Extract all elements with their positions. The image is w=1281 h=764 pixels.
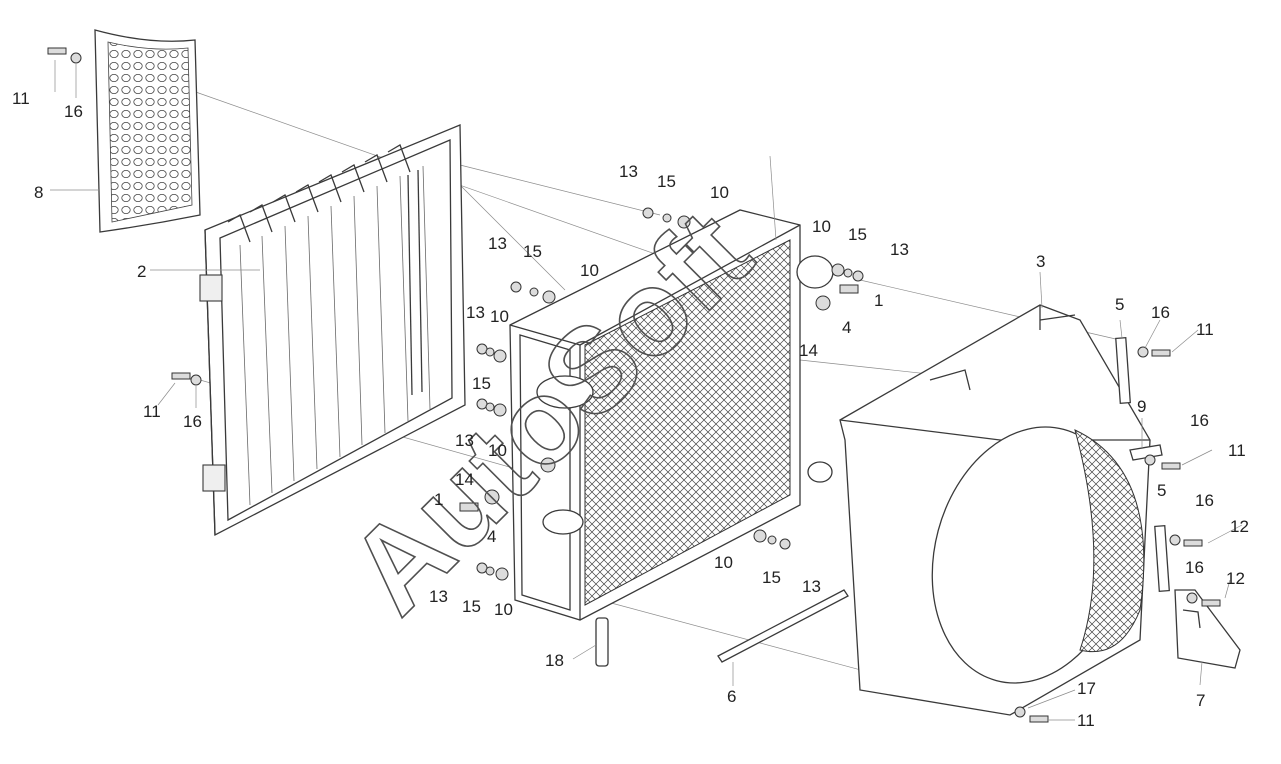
part-label: 15 — [657, 172, 676, 191]
part-label: 10 — [812, 217, 831, 236]
part-label: 17 — [1077, 679, 1096, 698]
bracket-part — [1174, 589, 1241, 669]
part-label: 1 — [874, 291, 883, 310]
part-label: 16 — [1190, 411, 1209, 430]
part-label: 2 — [137, 262, 146, 281]
part-label: 12 — [1226, 569, 1245, 588]
part-label: 13 — [429, 587, 448, 606]
part-label: 10 — [710, 183, 729, 202]
label-leaders — [50, 60, 1243, 721]
part-label: 13 — [466, 303, 485, 322]
part-label: 10 — [580, 261, 599, 280]
part-label: 4 — [842, 318, 851, 337]
part-label: 13 — [488, 234, 507, 253]
radiator-core-part — [509, 209, 834, 621]
fasteners — [47, 47, 1221, 723]
part-label: 5 — [1115, 295, 1124, 314]
part-label: 14 — [799, 341, 818, 360]
part-label: 12 — [1230, 517, 1249, 536]
part-label: 16 — [1195, 491, 1214, 510]
part-label: 10 — [488, 441, 507, 460]
part-label: 18 — [545, 651, 564, 670]
part-label: 16 — [1185, 558, 1204, 577]
part-label: 11 — [1077, 711, 1095, 730]
part-label: 10 — [494, 600, 513, 619]
part-label: 13 — [455, 431, 474, 450]
part-number-labels: 1 1 2 3 4 4 5 5 6 7 8 9 10 10 10 10 10 1… — [12, 89, 1249, 730]
part-label: 5 — [1157, 481, 1166, 500]
part-label: 16 — [1151, 303, 1170, 322]
part-label: 14 — [455, 470, 474, 489]
part-label: 11 — [1228, 441, 1246, 460]
part-label: 4 — [487, 527, 496, 546]
part-label: 11 — [143, 402, 161, 421]
part-label: 15 — [523, 242, 542, 261]
perforated-grille-part — [94, 29, 201, 233]
part-label: 11 — [12, 89, 30, 108]
part-label: 15 — [472, 374, 491, 393]
part-label: 15 — [462, 597, 481, 616]
part-label: 10 — [714, 553, 733, 572]
part-label: 9 — [1137, 397, 1146, 416]
part-label: 16 — [64, 102, 83, 121]
part-label: 10 — [490, 307, 509, 326]
rod-part — [717, 589, 849, 663]
part-label: 15 — [848, 225, 867, 244]
fan-shroud-part — [839, 304, 1151, 716]
shutter-frame-part — [199, 124, 466, 537]
part-label: 1 — [434, 490, 443, 509]
part-label: 13 — [619, 162, 638, 181]
part-label: 13 — [890, 240, 909, 259]
part-label: 8 — [34, 183, 43, 202]
part-label: 3 — [1036, 252, 1045, 271]
part-label: 16 — [183, 412, 202, 431]
part-label: 13 — [802, 577, 821, 596]
part-label: 7 — [1196, 691, 1205, 710]
part-label: 6 — [727, 687, 736, 706]
part-label: 11 — [1196, 320, 1214, 339]
pin-part — [595, 617, 609, 667]
part-label: 15 — [762, 568, 781, 587]
